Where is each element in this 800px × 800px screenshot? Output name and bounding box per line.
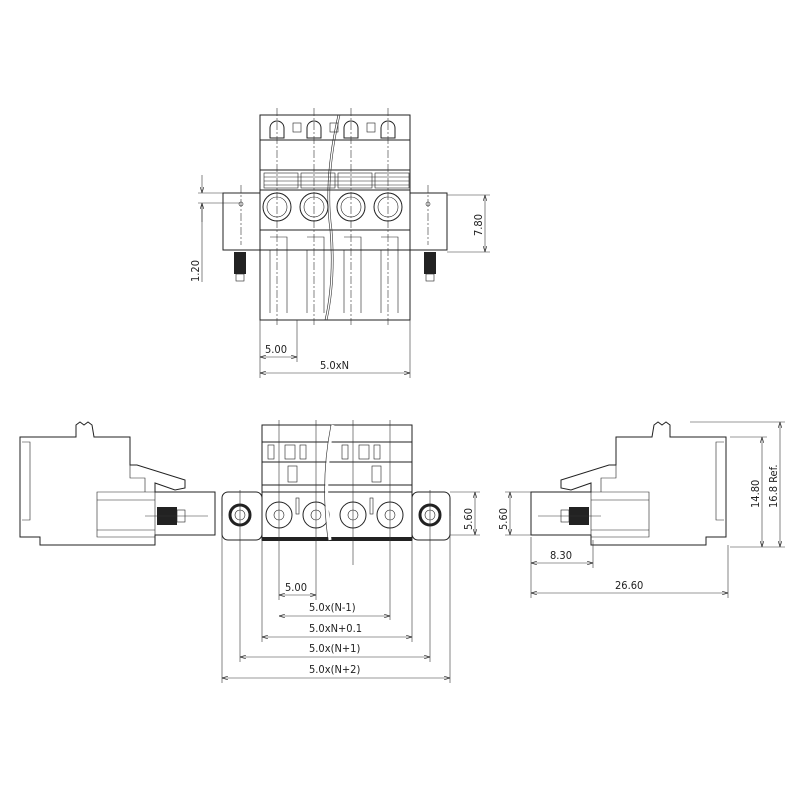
terminal-openings <box>265 497 404 529</box>
rib-bands <box>263 172 410 189</box>
centerlines <box>240 108 429 325</box>
dim-top-pitch: 5.00 <box>265 343 287 356</box>
release-slots <box>267 444 382 483</box>
pin-legs <box>269 236 399 313</box>
dim-front-height: 5.60 <box>462 508 475 530</box>
dim-top-height: 7.80 <box>472 214 485 236</box>
wire-entry-holes <box>262 192 403 222</box>
dim-body-height: 14.80 <box>749 480 762 508</box>
dim-top-overall: 5.0xN <box>320 359 349 372</box>
front-centerlines <box>221 420 451 683</box>
dim-plug-depth: 8.30 <box>550 549 572 562</box>
top-view: 5.00 5.0xN 7.80 1.20 <box>189 108 490 378</box>
right-side-view: 5.60 8.30 26.60 14.80 16.8 Ref. <box>497 421 785 598</box>
dim-overall: 5.0x(N+2) <box>309 663 360 676</box>
dim-overall-depth: 26.60 <box>615 579 643 592</box>
front-view: 5.00 5.0x(N-1) 5.0xN+0.1 5.0x(N+1) 5.0x(… <box>221 420 480 683</box>
dim-top-offset: 1.20 <box>189 260 202 282</box>
screw-caps <box>269 120 396 139</box>
flanges <box>222 192 448 282</box>
dim-body-width: 5.0xN+0.1 <box>309 622 362 635</box>
dim-side-height: 5.60 <box>497 508 510 530</box>
dim-front-pitch: 5.00 <box>285 581 307 594</box>
dim-total-height: 16.8 Ref. <box>767 465 780 508</box>
dim-pin-span: 5.0x(N-1) <box>309 601 356 614</box>
dim-screw-span: 5.0x(N+1) <box>309 642 360 655</box>
mounting-flanges <box>221 491 451 541</box>
left-side-view <box>19 421 216 546</box>
